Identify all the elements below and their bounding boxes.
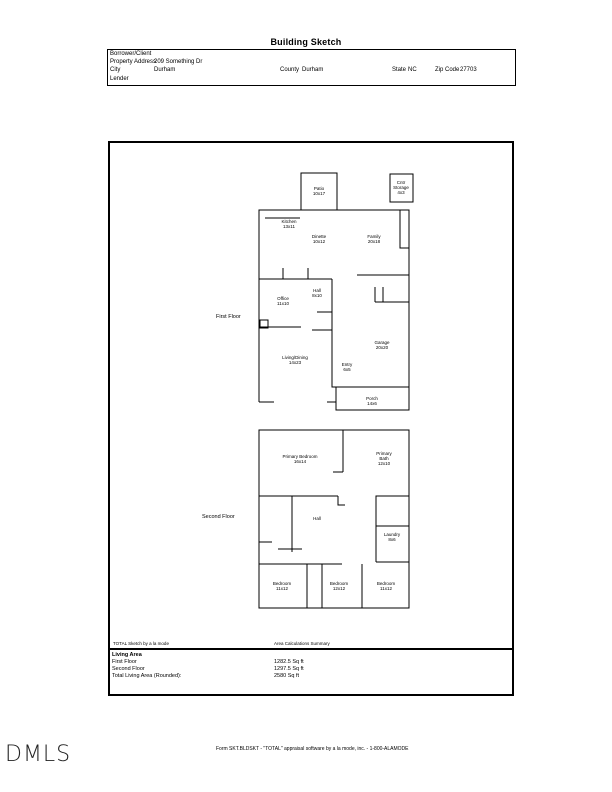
svg-text:Dinette: Dinette xyxy=(312,234,327,239)
property-row: Property Address 209 Something Dr xyxy=(110,58,202,66)
footer-text: Form SKT.BLDSKT - "TOTAL" appraisal soft… xyxy=(216,746,409,752)
summary-row-label: Total Living Area (Rounded): xyxy=(112,673,182,679)
svg-text:Office: Office xyxy=(277,296,289,301)
svg-text:12x12: 12x12 xyxy=(333,586,346,591)
county-value: Durham xyxy=(302,67,324,73)
svg-text:11x12: 11x12 xyxy=(276,586,288,591)
summary-row-label: First Floor xyxy=(112,659,137,665)
svg-text:8x6: 8x6 xyxy=(388,537,396,542)
city-label: City xyxy=(110,67,121,73)
state-label: State xyxy=(392,67,407,73)
storage-outline xyxy=(389,173,414,203)
svg-text:Bath: Bath xyxy=(379,456,389,461)
summary-row-label: Second Floor xyxy=(112,666,145,672)
summary-center-header: Area Calculations Summary xyxy=(274,641,330,646)
second-floor-label: Second Floor xyxy=(202,514,235,520)
svg-text:14x6: 14x6 xyxy=(367,401,377,406)
room-label: Patio xyxy=(314,186,325,191)
svg-text:Cntr: Cntr xyxy=(397,180,406,185)
lender-row: Lender xyxy=(110,75,129,83)
county-label: County xyxy=(280,67,300,73)
svg-text:Porch: Porch xyxy=(366,396,378,401)
svg-text:8x10: 8x10 xyxy=(312,293,322,298)
lender-label: Lender xyxy=(110,76,129,82)
svg-text:10x17: 10x17 xyxy=(313,191,326,196)
svg-text:4x3: 4x3 xyxy=(397,190,405,195)
sketch-area: Patio 10x17 Cntr Storage 4x3 Kitchen 13x… xyxy=(108,141,514,696)
summary-row-value: 1282.5 Sq ft xyxy=(274,659,304,665)
zip-label: Zip Code xyxy=(435,67,460,73)
svg-text:11x10: 11x10 xyxy=(277,301,289,306)
svg-text:Hall: Hall xyxy=(313,288,321,293)
city-row: City Durham County Durham State NC Zip C… xyxy=(110,66,510,74)
svg-text:Storage: Storage xyxy=(393,185,409,190)
state-value: NC xyxy=(408,67,417,73)
area-summary-table: Living Area First Floor 1282.5 Sq ft Sec… xyxy=(110,648,512,696)
svg-text:13x11: 13x11 xyxy=(283,224,295,229)
city-value: Durham xyxy=(154,67,176,73)
summary-row-value: 1297.5 Sq ft xyxy=(274,666,304,672)
svg-text:14x23: 14x23 xyxy=(289,360,302,365)
svg-text:Garage: Garage xyxy=(374,340,390,345)
svg-text:10x12: 10x12 xyxy=(313,239,326,244)
borrower-label: Borrower/Client xyxy=(110,51,152,57)
living-area-heading: Living Area xyxy=(112,652,142,658)
zip-value: 27703 xyxy=(460,67,477,73)
property-label: Property Address xyxy=(110,59,157,65)
svg-text:Kitchen: Kitchen xyxy=(281,219,297,224)
svg-text:12x10: 12x10 xyxy=(378,461,391,466)
summary-row-value: 2580 Sq ft xyxy=(274,673,300,679)
svg-text:Primary: Primary xyxy=(376,451,392,456)
svg-text:6x5: 6x5 xyxy=(343,367,351,372)
svg-text:20x18: 20x18 xyxy=(368,239,381,244)
svg-text:Bedroom: Bedroom xyxy=(377,581,396,586)
property-value: 209 Something Dr xyxy=(154,59,203,65)
svg-text:16x14: 16x14 xyxy=(294,459,307,464)
svg-text:Bedroom: Bedroom xyxy=(273,581,292,586)
dmls-logo: DMLS xyxy=(5,742,72,767)
page-title: Building Sketch xyxy=(270,37,342,47)
svg-text:11x12: 11x12 xyxy=(380,586,392,591)
svg-text:Primary Bedroom: Primary Bedroom xyxy=(282,454,317,459)
summary-left-header: TOTAL Sketch by a la mode xyxy=(113,641,169,646)
svg-text:Bedroom: Bedroom xyxy=(330,581,349,586)
svg-text:Entry: Entry xyxy=(342,362,353,367)
subject-header: Borrower/Client Property Address 209 Som… xyxy=(107,49,516,86)
svg-text:Hall: Hall xyxy=(313,516,321,521)
svg-text:20x20: 20x20 xyxy=(376,345,389,350)
svg-text:Living/Dining: Living/Dining xyxy=(282,355,308,360)
floor-plan-drawing: Patio 10x17 Cntr Storage 4x3 Kitchen 13x… xyxy=(258,172,414,609)
borrower-row: Borrower/Client xyxy=(110,50,151,58)
svg-text:Laundry: Laundry xyxy=(384,532,401,537)
svg-text:Family: Family xyxy=(367,234,381,239)
first-floor-label: First Floor xyxy=(216,314,241,320)
